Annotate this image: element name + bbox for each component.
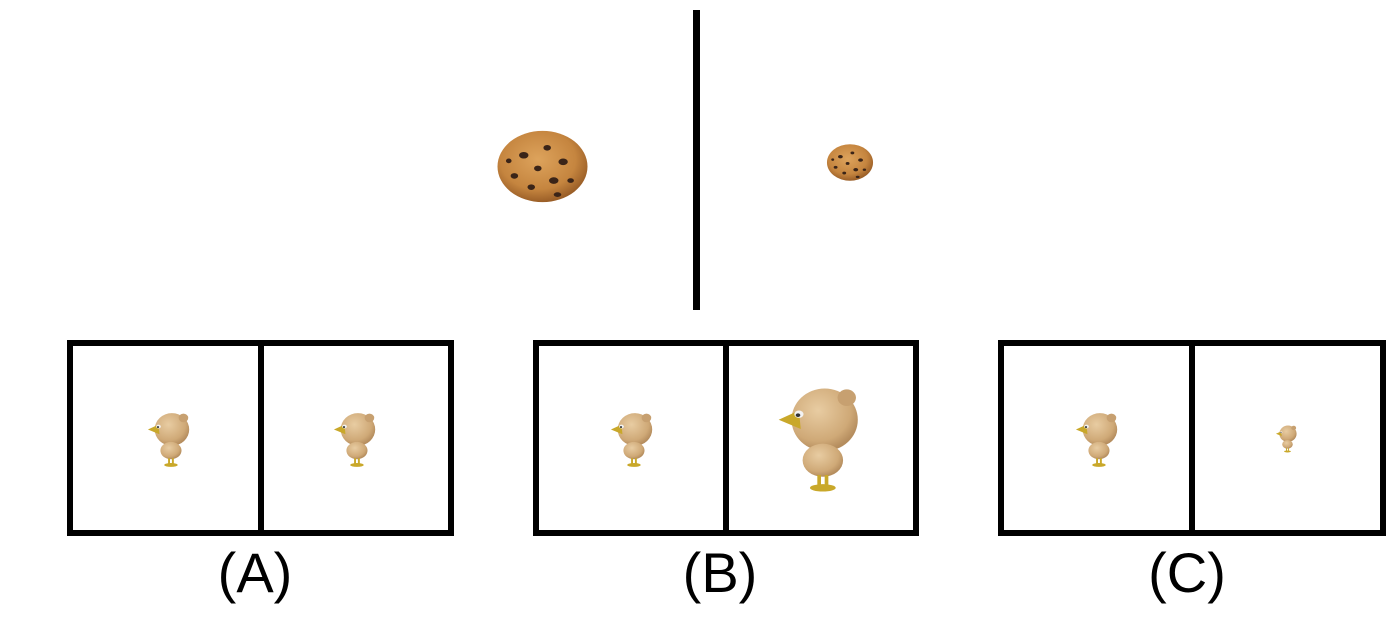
bird-icon xyxy=(1075,413,1118,467)
cookie-icon xyxy=(497,130,588,203)
option-b-left-panel xyxy=(539,346,723,530)
option-b-right-panel xyxy=(723,346,913,530)
bird-icon xyxy=(333,413,375,467)
option-b-box[interactable] xyxy=(533,340,919,536)
option-a-label: (A) xyxy=(217,541,293,604)
option-c-left-panel xyxy=(1004,346,1189,530)
bird-icon xyxy=(1275,425,1297,453)
option-a-box[interactable] xyxy=(67,340,454,536)
option-b-label: (B) xyxy=(682,541,758,604)
option-c-box[interactable] xyxy=(998,340,1386,536)
bird-icon xyxy=(147,413,190,467)
cookie-icon xyxy=(826,144,874,181)
option-c-label: (C) xyxy=(1148,541,1226,604)
option-a-left-panel xyxy=(73,346,258,530)
bird-icon xyxy=(778,388,858,492)
center-divider xyxy=(693,10,700,310)
option-c-right-panel xyxy=(1189,346,1380,530)
option-a-right-panel xyxy=(257,346,449,530)
bird-icon xyxy=(610,413,653,467)
